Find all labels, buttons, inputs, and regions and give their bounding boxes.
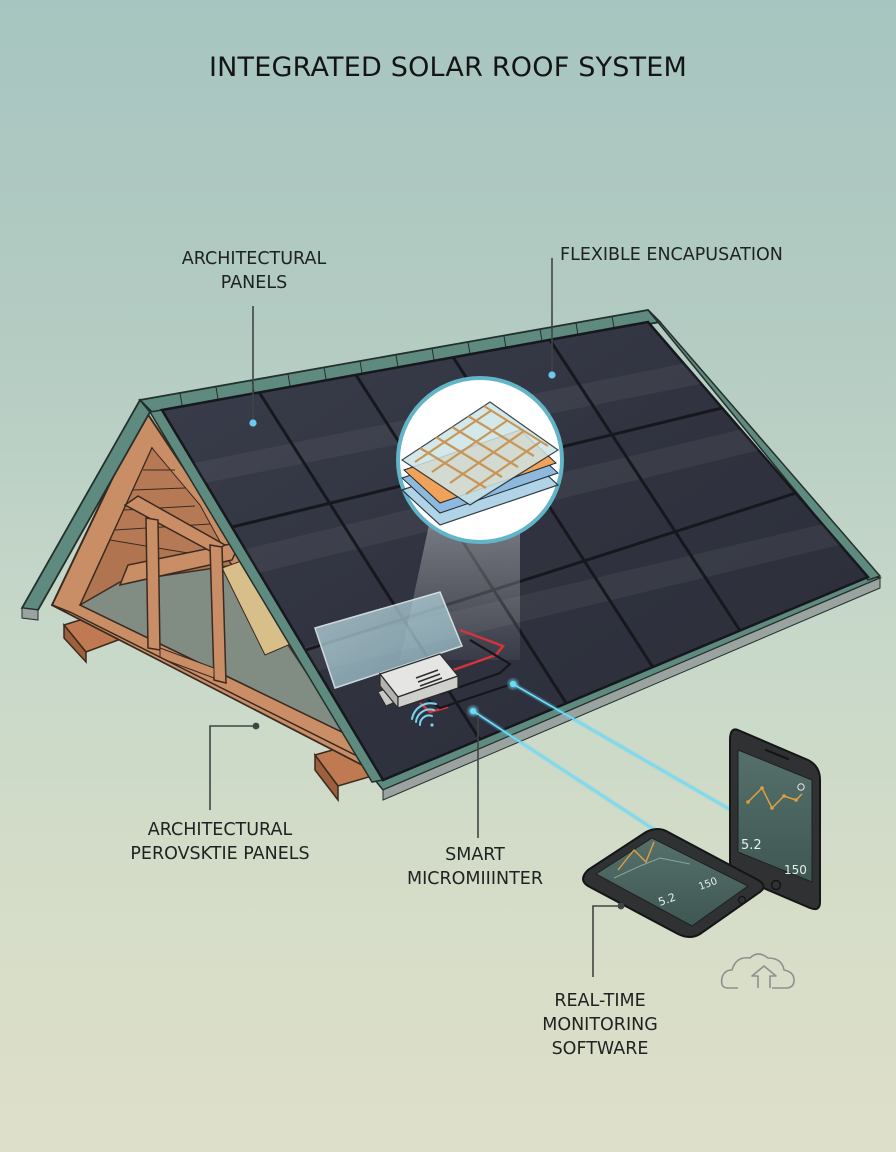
label-line: ARCHITECTURAL — [181, 249, 327, 269]
smartphone-device: 5.2 150 — [582, 828, 765, 938]
label-line: ARCHITECTURAL — [147, 820, 293, 840]
leader-lines — [209, 258, 620, 977]
svg-text:5.2: 5.2 — [741, 838, 762, 853]
gable-timber-frame — [50, 407, 387, 803]
label-line: SOFTWARE — [551, 1039, 649, 1059]
label-line: MONITORING — [542, 1015, 658, 1035]
diagram-title: INTEGRATED SOLAR ROOF SYSTEM — [208, 52, 688, 83]
label-line: REAL-TIME — [554, 991, 646, 1011]
encapsulation-detail-callout — [396, 376, 564, 544]
label-architectural-perovskite-panels: ARCHITECTURAL PEROVSKTIE PANELS — [120, 818, 320, 866]
microinverter-box — [377, 653, 460, 710]
label-line: SMART — [445, 845, 505, 865]
cloud-upload-icon — [720, 953, 795, 989]
label-architectural-panels: ARCHITECTURAL PANELS — [174, 247, 334, 295]
svg-text:150: 150 — [784, 863, 807, 877]
roof-trim — [20, 309, 883, 801]
wifi-icon — [411, 702, 437, 727]
label-real-time-monitoring-software: REAL-TIME MONITORING SOFTWARE — [520, 989, 680, 1061]
label-line: MICROMIIINTER — [407, 869, 543, 889]
label-line: PANELS — [220, 273, 288, 293]
leader-endpoints — [249, 371, 625, 910]
label-line: PEROVSKTIE PANELS — [130, 844, 310, 864]
svg-text:5.2: 5.2 — [657, 891, 678, 909]
label-flexible-encapsulation: FLEXIBLE ENCAPUSATION — [560, 243, 796, 267]
data-transmission-beams — [466, 677, 738, 844]
tablet-device: 5.2 150 — [729, 728, 821, 911]
glass-sheet — [314, 591, 463, 689]
label-line: FLEXIBLE ENCAPUSATION — [560, 245, 783, 265]
label-smart-microinverter: SMART MICROMIIINTER — [400, 843, 550, 891]
